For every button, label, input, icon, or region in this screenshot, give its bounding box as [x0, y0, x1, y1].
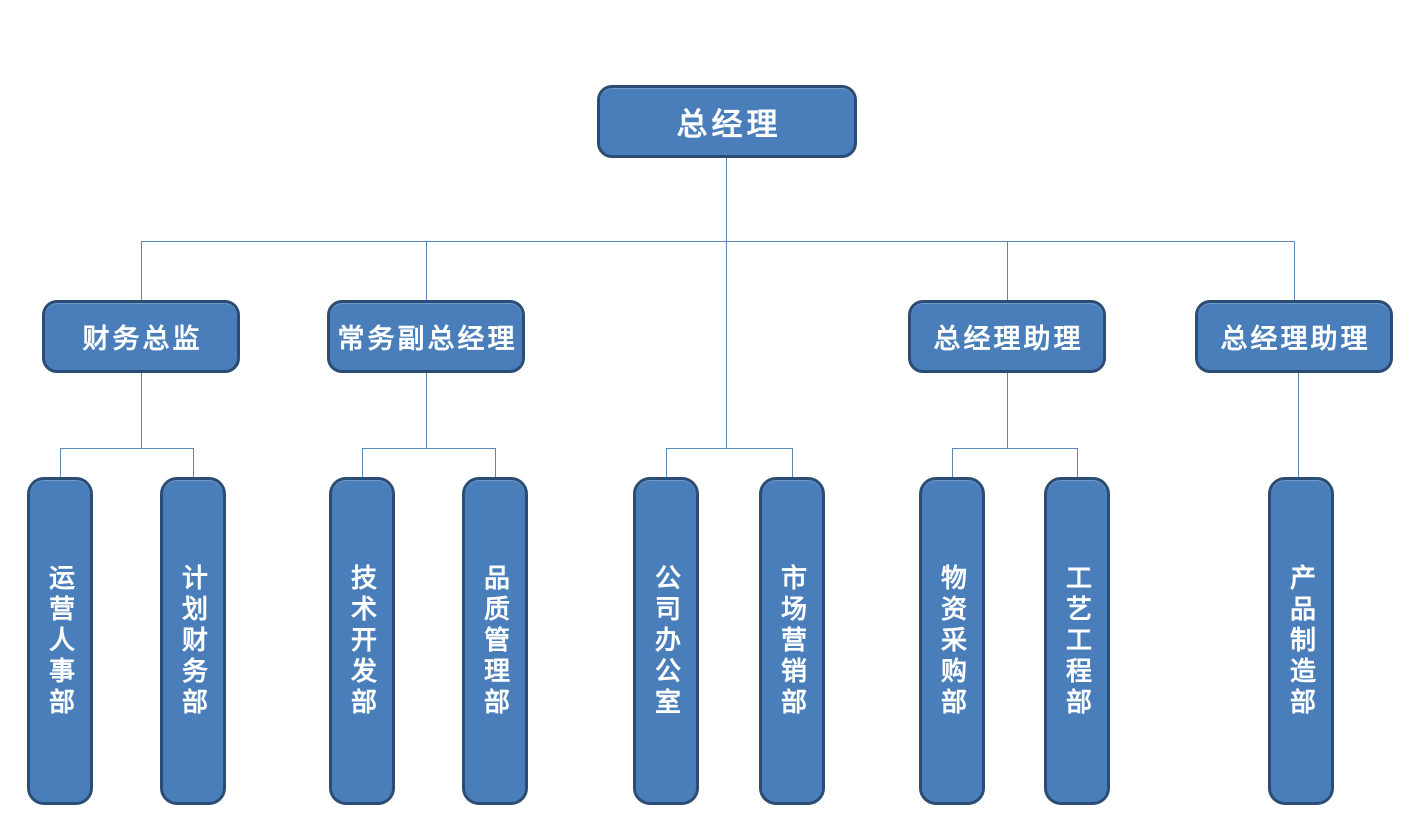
- connector-stem-finance-director: [141, 373, 142, 448]
- connector-stem-gm-assistant-1: [1007, 373, 1008, 448]
- node-general-manager: 总经理: [597, 85, 857, 158]
- node-label: 运营人事部: [45, 563, 75, 719]
- node-label: 工艺工程部: [1062, 563, 1092, 719]
- connector-main-rail: [141, 241, 1294, 242]
- connector-drop-deputy-gm: [426, 241, 427, 300]
- node-label: 公司办公室: [651, 563, 681, 719]
- node-gm-assistant-2: 总经理助理: [1195, 300, 1393, 373]
- connector-drop-gm-assistant-2: [1294, 241, 1295, 300]
- node-label: 技术开发部: [347, 563, 377, 719]
- node-dept-planning-finance: 计划财务部: [160, 477, 226, 805]
- connector-drop-quality-management: [495, 448, 496, 477]
- node-dept-company-office: 公司办公室: [633, 477, 699, 805]
- node-label: 品质管理部: [480, 563, 510, 719]
- node-label: 市场营销部: [777, 563, 807, 719]
- node-label: 财务总监: [82, 324, 203, 354]
- connector-drop-marketing: [792, 448, 793, 477]
- node-label: 计划财务部: [178, 563, 208, 719]
- connector-drop-gm-assistant-1: [1007, 241, 1008, 300]
- node-dept-material-procurement: 物资采购部: [919, 477, 985, 805]
- node-label: 产品制造部: [1286, 563, 1316, 719]
- connector-fork-deputy-gm: [362, 448, 495, 449]
- node-finance-director: 财务总监: [42, 300, 240, 373]
- connector-fork-finance-director: [60, 448, 193, 449]
- connector-fork-root-direct: [666, 448, 792, 449]
- node-dept-marketing: 市场营销部: [759, 477, 825, 805]
- node-label: 常务副总经理: [337, 324, 518, 354]
- node-label: 总经理助理: [933, 324, 1084, 354]
- connector-drop-finance-director: [141, 241, 142, 300]
- connector-stem-gm-assistant-2: [1298, 373, 1299, 477]
- node-dept-operations-hr: 运营人事部: [27, 477, 93, 805]
- node-dept-tech-development: 技术开发部: [329, 477, 395, 805]
- connector-root-stem: [726, 157, 727, 448]
- connector-stem-deputy-gm: [426, 373, 427, 448]
- node-deputy-general-manager: 常务副总经理: [327, 300, 525, 373]
- node-dept-product-manufacturing: 产品制造部: [1268, 477, 1334, 805]
- node-label: 总经理助理: [1220, 324, 1371, 354]
- connector-drop-tech-development: [362, 448, 363, 477]
- connector-drop-operations-hr: [60, 448, 61, 477]
- connector-fork-gm-assistant-1: [952, 448, 1077, 449]
- node-gm-assistant-1: 总经理助理: [908, 300, 1106, 373]
- node-dept-process-engineering: 工艺工程部: [1044, 477, 1110, 805]
- node-label: 总经理: [676, 107, 782, 142]
- connector-drop-planning-finance: [193, 448, 194, 477]
- node-label: 物资采购部: [937, 563, 967, 719]
- connector-drop-process-engineering: [1077, 448, 1078, 477]
- connector-drop-company-office: [666, 448, 667, 477]
- node-dept-quality-management: 品质管理部: [462, 477, 528, 805]
- connector-drop-material-procurement: [952, 448, 953, 477]
